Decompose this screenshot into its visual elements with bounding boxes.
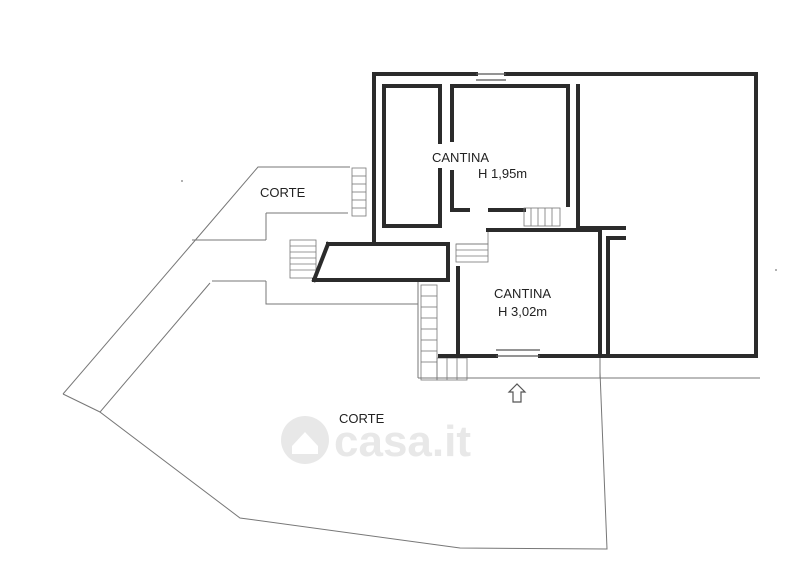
watermark-text: casa.it [334, 417, 471, 466]
entrance-arrow-icon [507, 383, 527, 403]
courtyard-upper-outline [191, 166, 350, 245]
stairs-upper-left [351, 167, 367, 217]
room-label-cantina-1: CANTINA [432, 150, 489, 165]
building-walls [311, 72, 758, 358]
courtyard-label-lower: CORTE [339, 411, 385, 426]
courtyard-label-upper: CORTE [260, 185, 306, 200]
room-height-cantina-2: H 3,02m [498, 304, 547, 319]
stairs-inner [455, 207, 561, 263]
house-logo-icon [281, 416, 329, 464]
marker-dot [181, 180, 183, 182]
courtyard-lower-outline [62, 243, 608, 550]
room-label-cantina-2: CANTINA [494, 286, 551, 301]
room-height-cantina-1: H 1,95m [478, 166, 527, 181]
terrace-lines [265, 281, 760, 379]
stairs-lower [420, 284, 468, 381]
watermark: casa.it [281, 416, 471, 466]
stairs-corridor-west [289, 239, 317, 279]
marker-dot [775, 269, 777, 271]
